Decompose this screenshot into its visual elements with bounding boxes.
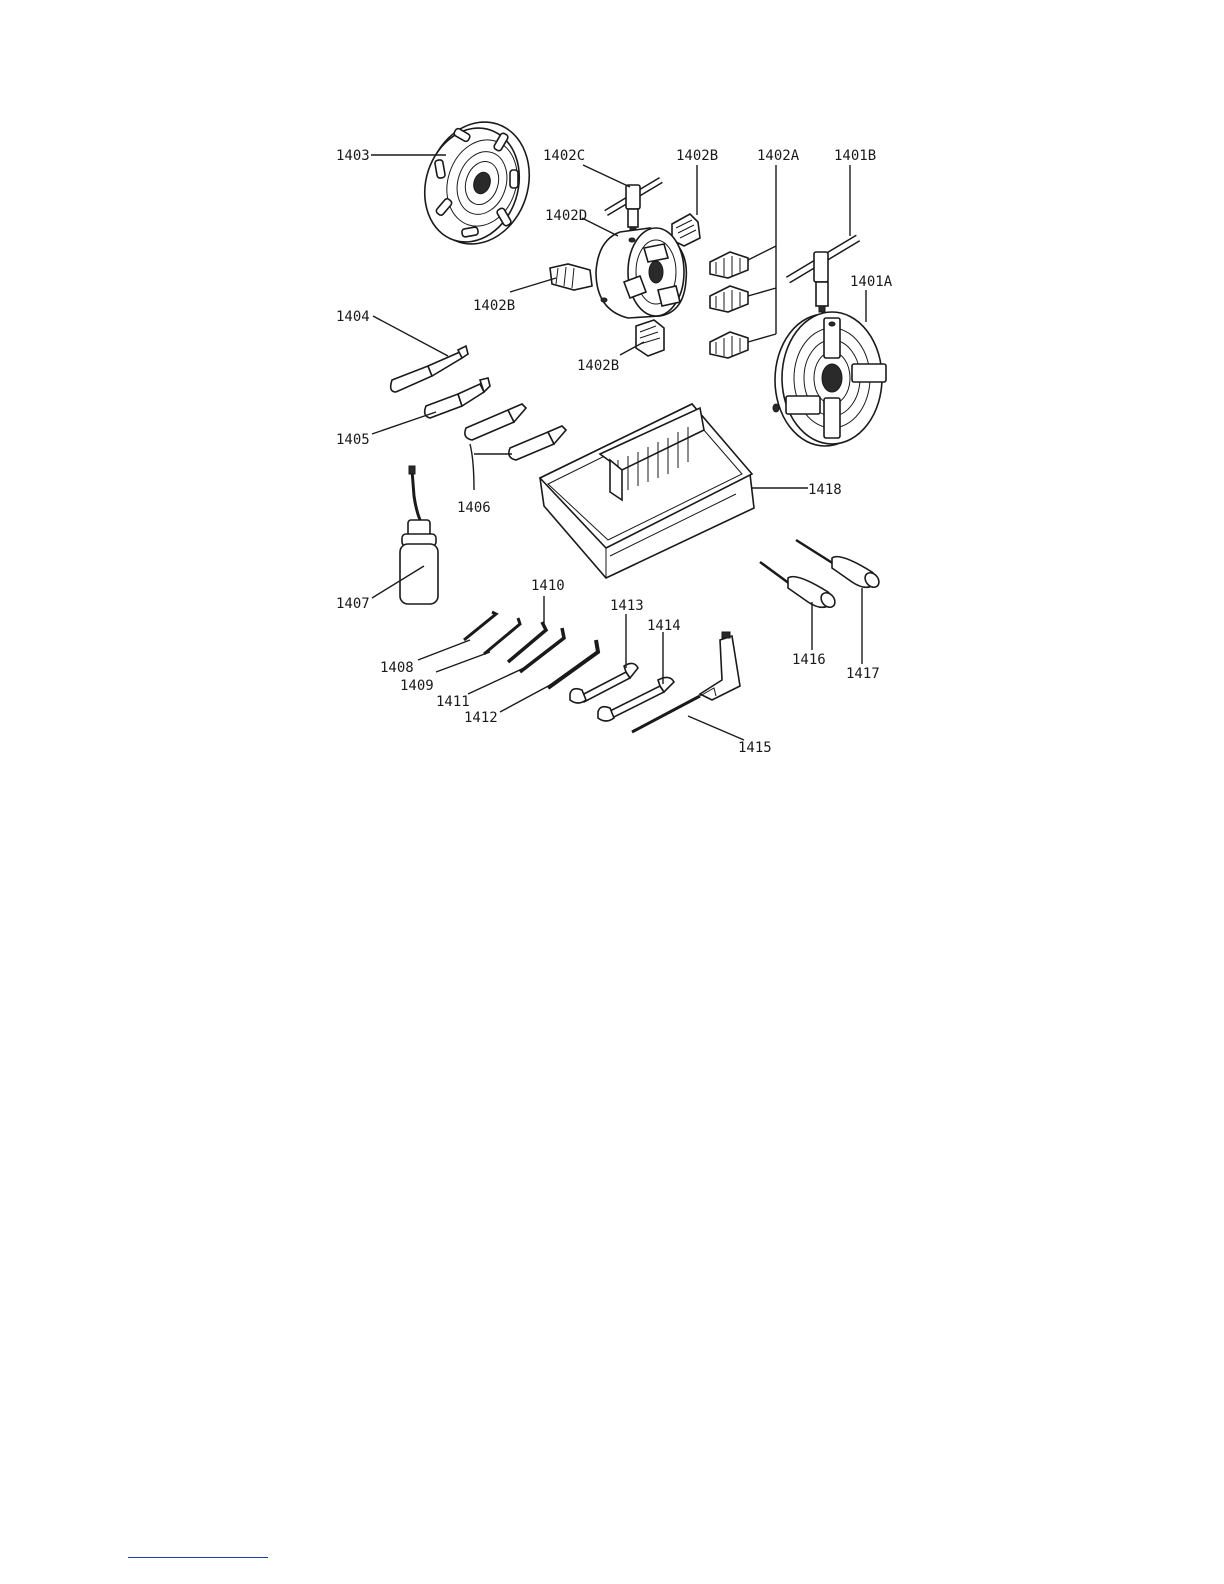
- label-1417: 1417: [846, 666, 880, 682]
- label-1407: 1407: [336, 596, 370, 612]
- label-1413: 1413: [610, 598, 644, 614]
- footer-rule: [128, 1557, 268, 1558]
- label-1410: 1410: [531, 578, 565, 594]
- label-1414: 1414: [647, 618, 681, 634]
- label-1402B-left: 1402B: [473, 298, 515, 314]
- hex-keys: [464, 612, 598, 688]
- label-1408: 1408: [380, 660, 414, 676]
- label-1401B: 1401B: [834, 148, 876, 164]
- leader-1404: [373, 316, 448, 356]
- tool-post-key-1415: [632, 632, 740, 732]
- label-1405: 1405: [336, 432, 370, 448]
- label-1402C: 1402C: [543, 148, 585, 164]
- screwdriver-1416: [760, 562, 838, 610]
- wrench-1413: [570, 663, 638, 703]
- label-1404: 1404: [336, 309, 370, 325]
- chuck-key-1401B: [788, 238, 858, 312]
- four-jaw-chuck-1401A: [773, 312, 886, 446]
- leader-1402D: [582, 218, 618, 236]
- center-1404: [391, 346, 468, 392]
- label-1412: 1412: [464, 710, 498, 726]
- chuck-key-1402C: [606, 180, 661, 233]
- label-1411: 1411: [436, 694, 470, 710]
- label-1409: 1409: [400, 678, 434, 694]
- label-1416: 1416: [792, 652, 826, 668]
- leader-1402C: [583, 165, 630, 187]
- centers-1406: [465, 404, 566, 460]
- jaw-1402B-bottom: [636, 320, 664, 356]
- label-1415: 1415: [738, 740, 772, 756]
- label-1403: 1403: [336, 148, 370, 164]
- leader-1415: [688, 716, 744, 740]
- oil-can-1407: [400, 466, 438, 604]
- label-1402D: 1402D: [545, 208, 587, 224]
- label-1418: 1418: [808, 482, 842, 498]
- jaws-1402A: [710, 252, 748, 358]
- label-1406: 1406: [457, 500, 491, 516]
- label-1402A: 1402A: [757, 148, 800, 164]
- label-1401A: 1401A: [850, 274, 893, 290]
- leader-1408: [418, 640, 470, 660]
- three-jaw-chuck-1402D: [596, 228, 686, 318]
- label-1402B-bottom: 1402B: [577, 358, 619, 374]
- label-1402B-top: 1402B: [676, 148, 718, 164]
- leader-1409: [436, 652, 490, 672]
- leader-1412: [500, 684, 552, 712]
- leader-1406: [470, 444, 512, 490]
- leader-1405: [372, 412, 436, 434]
- leader-1402B-left: [510, 278, 556, 292]
- leader-1411: [468, 668, 524, 694]
- tool-box-1418: [540, 404, 754, 578]
- leader-1402A: [748, 165, 776, 342]
- face-plate-1403: [410, 109, 544, 258]
- jaw-1402B-left: [550, 264, 592, 290]
